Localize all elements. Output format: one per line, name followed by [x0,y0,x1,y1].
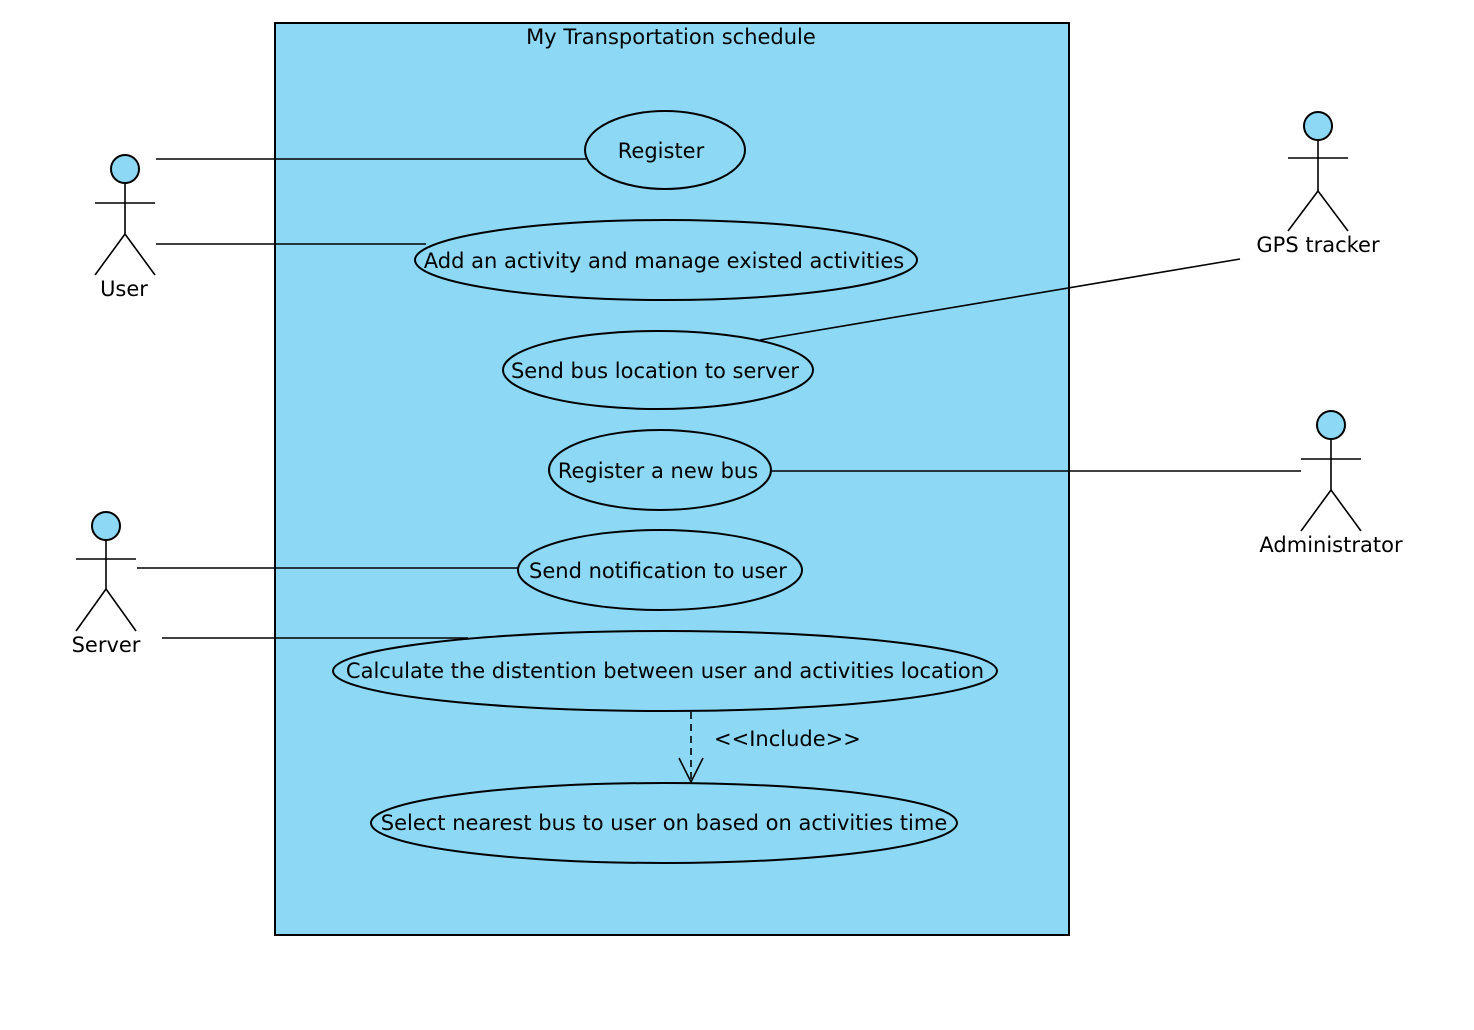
use-case-send-bus-location: Send bus location to server [502,330,814,410]
stick-figure-icon [75,511,137,632]
use-case-register: Register [584,110,746,190]
include-label: <<Include>> [714,727,861,751]
stick-figure-icon [1300,410,1362,532]
use-case-select-nearest-bus-label: Select nearest bus to user on based on a… [381,811,948,835]
actor-gps-tracker-label: GPS tracker [1256,233,1380,257]
use-case-register-bus: Register a new bus [548,429,772,511]
actor-gps-tracker: GPS tracker [1256,111,1380,257]
use-case-select-nearest-bus: Select nearest bus to user on based on a… [370,782,958,864]
actor-server-label: Server [72,633,141,657]
use-case-send-notification-label: Send notification to user [529,559,787,583]
include-arrowhead [678,757,704,784]
stick-figure-icon [1287,111,1349,232]
actor-administrator: Administrator [1259,410,1403,557]
use-case-send-notification: Send notification to user [517,529,803,611]
use-case-calculate-distance-label: Calculate the distention between user an… [346,659,984,683]
use-case-register-label: Register [618,139,705,163]
system-title: My Transportation schedule [526,25,816,49]
use-case-register-bus-label: Register a new bus [558,459,758,483]
assoc-gps-send-location [759,258,1241,341]
use-case-add-activity-label: Add an activity and manage existed activ… [424,249,904,273]
use-case-send-bus-location-label: Send bus location to server [511,359,799,383]
actor-user: User [94,154,156,301]
use-case-calculate-distance: Calculate the distention between user an… [332,630,998,712]
stick-figure-icon [94,154,156,276]
actor-server: Server [72,511,141,657]
use-case-add-activity: Add an activity and manage existed activ… [414,219,918,301]
actor-user-label: User [100,277,148,301]
actor-administrator-label: Administrator [1259,533,1403,557]
